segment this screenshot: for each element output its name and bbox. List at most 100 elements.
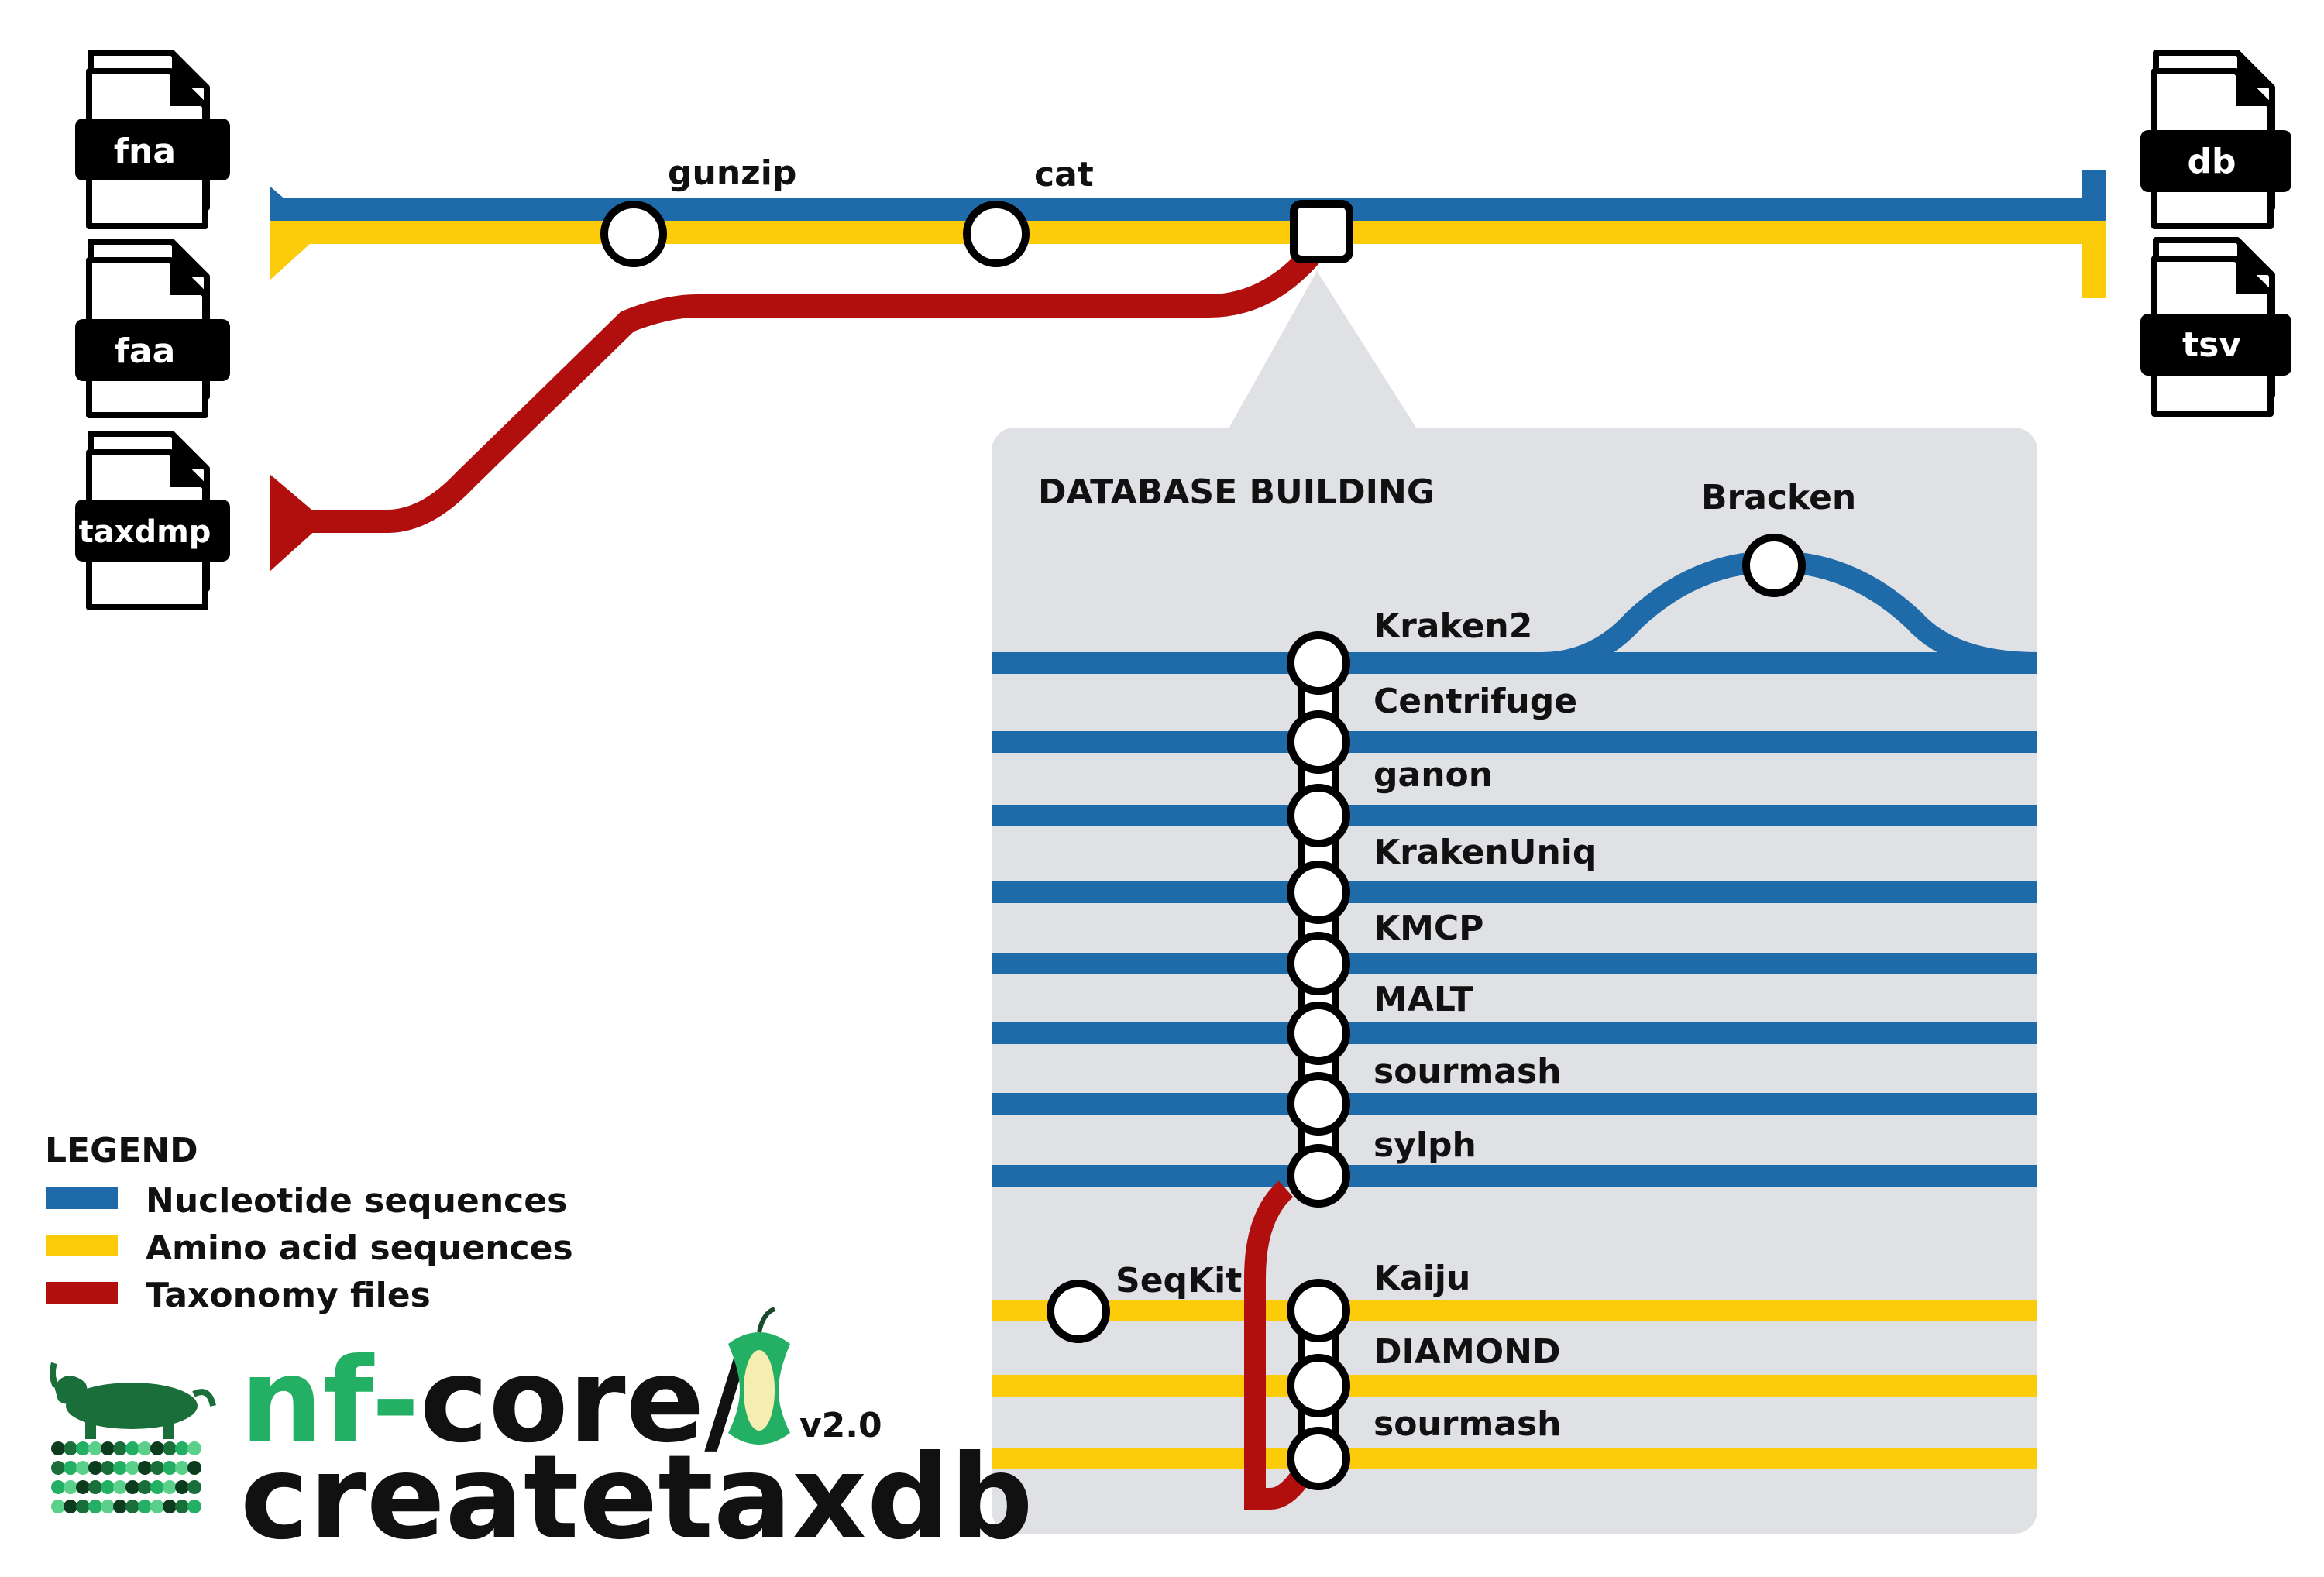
gunzip-station: [600, 201, 667, 267]
bracken-label: Bracken: [1701, 478, 1856, 517]
bead: [138, 1461, 152, 1475]
nucleotide-panel-line: [992, 881, 2037, 903]
bead: [150, 1500, 164, 1513]
bead: [76, 1480, 90, 1494]
bead: [64, 1441, 77, 1455]
legend-swatch-nucleotide: [46, 1187, 118, 1209]
nucleotide-panel-line: [992, 652, 2037, 674]
bead: [113, 1441, 127, 1455]
amino-acid-panel-line: [992, 1300, 2037, 1321]
bead: [51, 1480, 65, 1494]
bead: [125, 1500, 139, 1513]
bead: [175, 1500, 189, 1513]
amino-acid-input-tip: [270, 221, 310, 280]
bead: [76, 1441, 90, 1455]
tool-label-kraken2: Kraken2: [1373, 606, 1532, 646]
bead: [51, 1441, 65, 1455]
taxdmp-file-icon: taxdmp: [75, 431, 230, 610]
legend-title: LEGEND: [45, 1131, 198, 1170]
metro-lines: [270, 170, 2106, 1510]
legend: LEGEND Nucleotide sequences Amino acid s…: [45, 1131, 573, 1315]
nucleotide-panel-line: [992, 1022, 2037, 1044]
bead: [187, 1480, 201, 1494]
db-file-icon: db: [2140, 50, 2291, 229]
fna-file-icon: fna: [75, 50, 230, 229]
cat-label: cat: [1034, 155, 1094, 194]
protein-tool-station: [1287, 1279, 1350, 1342]
seqkit-label: SeqKit: [1116, 1261, 1242, 1300]
output-file-label: tsv: [2182, 325, 2241, 365]
bead: [138, 1500, 152, 1513]
bead: [175, 1480, 189, 1494]
bead: [163, 1461, 177, 1475]
legend-label-taxonomy: Taxonomy files: [146, 1276, 431, 1315]
panel-callout: [1228, 271, 1418, 430]
bead-rows-icon: [51, 1441, 201, 1513]
bead: [187, 1461, 201, 1475]
nucleotide-tool-station: [1287, 1002, 1350, 1065]
amino-acid-end-cap: [2082, 221, 2106, 298]
nucleotide-tool-station: [1287, 631, 1350, 695]
logo-core: core/: [420, 1334, 748, 1469]
bead: [76, 1461, 90, 1475]
bead: [163, 1480, 177, 1494]
tool-label-diamond: DIAMOND: [1373, 1332, 1560, 1372]
nucleotide-tool-station: [1287, 784, 1350, 847]
amino-acid-panel-line: [992, 1448, 2037, 1469]
nucleotide-panel-line: [992, 731, 2037, 753]
bead: [101, 1480, 115, 1494]
dachshund-logo-icon: [49, 1362, 216, 1513]
bead: [150, 1461, 164, 1475]
bead: [163, 1500, 177, 1513]
bead: [163, 1441, 177, 1455]
seqkit-station: [1047, 1280, 1110, 1343]
bead: [113, 1480, 127, 1494]
protein-tool-station: [1287, 1354, 1350, 1417]
bead: [64, 1461, 77, 1475]
bead: [187, 1441, 201, 1455]
tool-label-malt: MALT: [1373, 980, 1473, 1019]
bead: [88, 1461, 102, 1475]
tool-label-kmcp: KMCP: [1373, 909, 1483, 948]
bead: [150, 1441, 164, 1455]
bead: [64, 1480, 77, 1494]
input-file-label: taxdmp: [79, 514, 211, 550]
legend-label-amino-acid: Amino acid sequences: [146, 1228, 573, 1268]
tool-label-centrifuge: Centrifuge: [1373, 682, 1577, 721]
nucleotide-panel-line: [992, 805, 2037, 826]
bead: [113, 1461, 127, 1475]
bead: [138, 1480, 152, 1494]
nucleotide-tool-station: [1287, 932, 1350, 995]
tool-label-kaiju: Kaiju: [1373, 1259, 1470, 1298]
bead: [76, 1500, 90, 1513]
bead: [187, 1500, 201, 1513]
legend-swatch-taxonomy: [46, 1282, 118, 1304]
bead: [64, 1500, 77, 1513]
bead: [88, 1441, 102, 1455]
taxonomy-line: [279, 240, 1326, 533]
nucleotide-tool-station: [1287, 861, 1350, 924]
panel-title: DATABASE BUILDING: [1038, 472, 1435, 512]
nucleotide-input-tip: [270, 186, 310, 221]
bead: [113, 1500, 127, 1513]
legend-label-nucleotide: Nucleotide sequences: [146, 1181, 567, 1221]
bead: [101, 1461, 115, 1475]
bead: [125, 1461, 139, 1475]
faa-file-icon: faa: [75, 239, 230, 418]
input-file-label: faa: [115, 332, 176, 371]
tool-label-ganon: ganon: [1373, 755, 1493, 795]
tool-label-sourmash-nt: sourmash: [1373, 1052, 1562, 1091]
protein-tool-station: [1287, 1427, 1350, 1490]
nucleotide-tool-station: [1287, 710, 1350, 774]
bead: [88, 1480, 102, 1494]
logo-name: createtaxdb: [240, 1431, 1033, 1565]
taxonomy-input-tip: [270, 474, 325, 572]
bead: [150, 1480, 164, 1494]
nucleotide-panel-line: [992, 1093, 2037, 1115]
bead: [101, 1441, 115, 1455]
tool-label-sourmash-aa: sourmash: [1373, 1404, 1562, 1444]
apple-core-icon: [728, 1307, 790, 1445]
svg-text:nf-core/: nf-core/: [240, 1334, 747, 1469]
